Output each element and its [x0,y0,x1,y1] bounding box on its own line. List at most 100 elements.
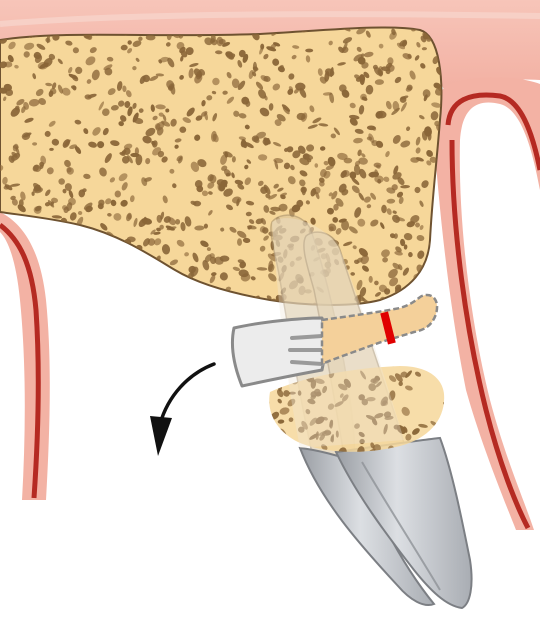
trabecular-pore [196,305,204,312]
trabecular-pore [0,287,3,294]
trabecular-pore [108,267,114,277]
trabecular-pore [60,274,67,281]
trabecular-pore [116,297,123,304]
trabecular-pore [164,280,169,285]
trabecular-pore [126,272,132,280]
trabecular-pore [94,268,105,275]
trabecular-pore [77,305,86,314]
trabecular-pore [41,232,48,243]
trabecular-pore [65,240,76,251]
trabecular-pore [0,262,5,271]
trabecular-pore [88,246,94,256]
trabecular-pore [220,299,227,307]
trabecular-pore [447,429,454,439]
trabecular-pore [64,288,72,295]
trabecular-pore [239,299,248,309]
trabecular-pore [174,279,182,287]
trabecular-pore [167,277,176,282]
trabecular-pore [58,271,66,277]
trabecular-pore [3,287,12,296]
trabecular-pore [127,264,134,270]
trabecular-pore [115,191,121,198]
trabecular-pore [195,307,205,313]
trabecular-pore [421,272,427,278]
trabecular-pore [115,294,126,301]
trabecular-pore [227,304,238,312]
trabecular-pore [41,229,51,240]
trabecular-pore [0,265,3,273]
trabecular-pore [71,242,80,253]
trabecular-pore [436,370,442,376]
trabecular-pore [99,275,107,283]
trabecular-pore [383,357,390,365]
trabecular-pore [164,283,173,292]
trabecular-pore [1,264,14,277]
trabecular-pore [67,243,71,249]
trabecular-pore [434,368,442,375]
trabecular-pore [130,265,140,271]
trabecular-pore [77,299,89,309]
trabecular-pore [87,230,94,237]
trabecular-pore [194,292,202,301]
trabecular-pore [73,265,81,274]
trabecular-pore [128,308,136,316]
trabecular-pore [122,285,129,291]
trabecular-pore [49,231,58,240]
trabecular-pore [46,286,53,294]
trabecular-pore [92,231,96,237]
trabecular-pore [395,355,406,367]
trabecular-pore [74,280,84,288]
trabecular-pore [153,297,162,306]
trabecular-pore [179,306,186,312]
trabecular-pore [119,262,129,272]
trabecular-pore [286,451,293,460]
trabecular-pore [67,235,73,242]
trabecular-pore [93,283,99,288]
trabecular-pore [434,366,442,376]
trabecular-pore [174,285,184,288]
trabecular-pore [188,294,197,302]
alveolar-bone [0,25,448,319]
rotation-arrow-head [150,416,172,456]
trabecular-pore [148,276,158,284]
trabecular-pore [212,304,221,314]
trabecular-pore [431,264,440,273]
trabecular-pore [116,277,125,287]
trabecular-pore [445,425,451,431]
trabecular-pore [435,286,445,296]
trabecular-pore [381,205,387,213]
trabecular-pore [193,201,201,207]
trabecular-pore [134,291,144,301]
trabecular-pore [65,251,73,261]
trabecular-pore [81,298,91,307]
trabecular-pore [164,299,171,309]
trabecular-pore [344,158,353,164]
trabecular-pore [66,243,76,248]
trabecular-pore [111,304,120,315]
trabecular-pore [93,297,101,307]
curved-arrow-down-left-icon [150,364,214,456]
trabecular-pore [88,267,96,276]
trabecular-pore [275,436,284,443]
trabecular-pore [210,175,217,183]
trabecular-pore [99,305,107,314]
trabecular-pore [175,298,179,305]
trabecular-pore [102,296,111,308]
trabecular-pore [84,292,90,298]
trabecular-pore [432,226,440,235]
trabecular-pore [264,395,270,401]
trabecular-pore [110,264,116,274]
trabecular-pore [109,274,116,284]
trabecular-pore [141,282,150,291]
trabecular-pore [388,361,398,366]
trabecular-pore [61,283,68,290]
trabecular-pore [443,370,451,376]
trabecular-pore [305,49,313,53]
trabecular-pore [156,293,164,302]
trabecular-pore [92,308,100,315]
trabecular-pore [78,269,86,277]
trabecular-pore [108,302,115,312]
rotation-arrow-shaft [160,364,214,424]
